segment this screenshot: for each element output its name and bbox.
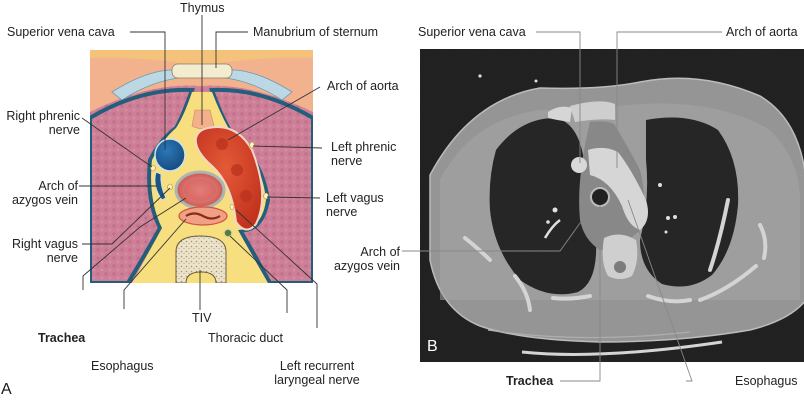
azygos-shape	[154, 171, 167, 201]
label-a-left-vagus-line1: Left vagus	[326, 191, 384, 205]
label-a-left-recurrent-line2: laryngeal nerve	[274, 373, 360, 387]
left-recurrent-nerve-dot	[229, 204, 235, 210]
chest-wall-outer	[90, 50, 313, 112]
left-phrenic-nerve-dot	[249, 141, 255, 149]
label-a-right-phrenic-line1: Right phrenic	[6, 109, 80, 123]
label-a-left-vagus-nerve: Left vagus nerve	[326, 191, 384, 219]
label-a-right-vagus-line1: Right vagus	[11, 237, 78, 251]
panel-a-leader-lines	[79, 15, 323, 328]
svc-shape	[154, 138, 186, 172]
label-a-thoracic-duct: Thoracic duct	[208, 331, 284, 345]
label-a-left-recurrent-laryngeal-nerve: Left recurrent laryngeal nerve	[271, 359, 363, 387]
label-b-arch-azygos-line2: azygos vein	[333, 259, 400, 273]
label-a-tiv: TIV	[192, 311, 212, 325]
label-a-left-vagus-line2: nerve	[326, 205, 358, 219]
label-a-trachea: Trachea	[38, 331, 86, 345]
label-b-arch-of-azygos: Arch of azygos vein	[322, 245, 400, 273]
aortic-arch-shape	[194, 126, 264, 231]
label-a-left-phrenic-line2: nerve	[331, 154, 363, 168]
vertebra-shape	[175, 235, 227, 283]
panel-a-letter: A	[1, 381, 12, 398]
label-a-left-phrenic-nerve: Left phrenic nerve	[331, 140, 396, 168]
left-vagus-nerve-dot	[263, 192, 269, 200]
label-a-thymus: Thymus	[180, 1, 225, 15]
label-a-esophagus: Esophagus	[91, 359, 154, 373]
skin-fat-layer	[90, 50, 313, 66]
right-vagus-nerve-dot	[167, 183, 173, 191]
label-a-arch-of-aorta: Arch of aorta	[327, 79, 399, 93]
label-a-left-phrenic-line1: Left phrenic	[331, 140, 397, 154]
label-b-arch-of-aorta: Arch of aorta	[726, 25, 798, 39]
label-a-arch-azygos-line1: Arch of	[38, 179, 78, 193]
thoracic-duct-shape	[223, 228, 233, 238]
label-a-right-phrenic-nerve: Right phrenic nerve	[0, 109, 80, 137]
panel-b-letter: B	[427, 338, 438, 355]
label-a-right-phrenic-line2: nerve	[48, 123, 80, 137]
label-b-arch-azygos-line1: Arch of	[360, 245, 400, 259]
label-a-left-recurrent-line1: Left recurrent	[279, 359, 355, 373]
panel-b-leader-lines	[402, 31, 722, 382]
label-b-esophagus: Esophagus	[735, 374, 798, 388]
label-a-manubrium: Manubrium of sternum	[253, 25, 379, 39]
label-a-right-vagus-line2: nerve	[46, 251, 78, 265]
label-b-superior-vena-cava: Superior vena cava	[418, 25, 526, 39]
label-b-trachea: Trachea	[506, 374, 554, 388]
label-a-arch-azygos-line2: azygos vein	[11, 193, 78, 207]
label-a-arch-of-azygos: Arch of azygos vein	[0, 179, 78, 207]
label-a-superior-vena-cava: Superior vena cava	[7, 25, 115, 39]
label-a-right-vagus-nerve: Right vagus nerve	[0, 237, 78, 265]
